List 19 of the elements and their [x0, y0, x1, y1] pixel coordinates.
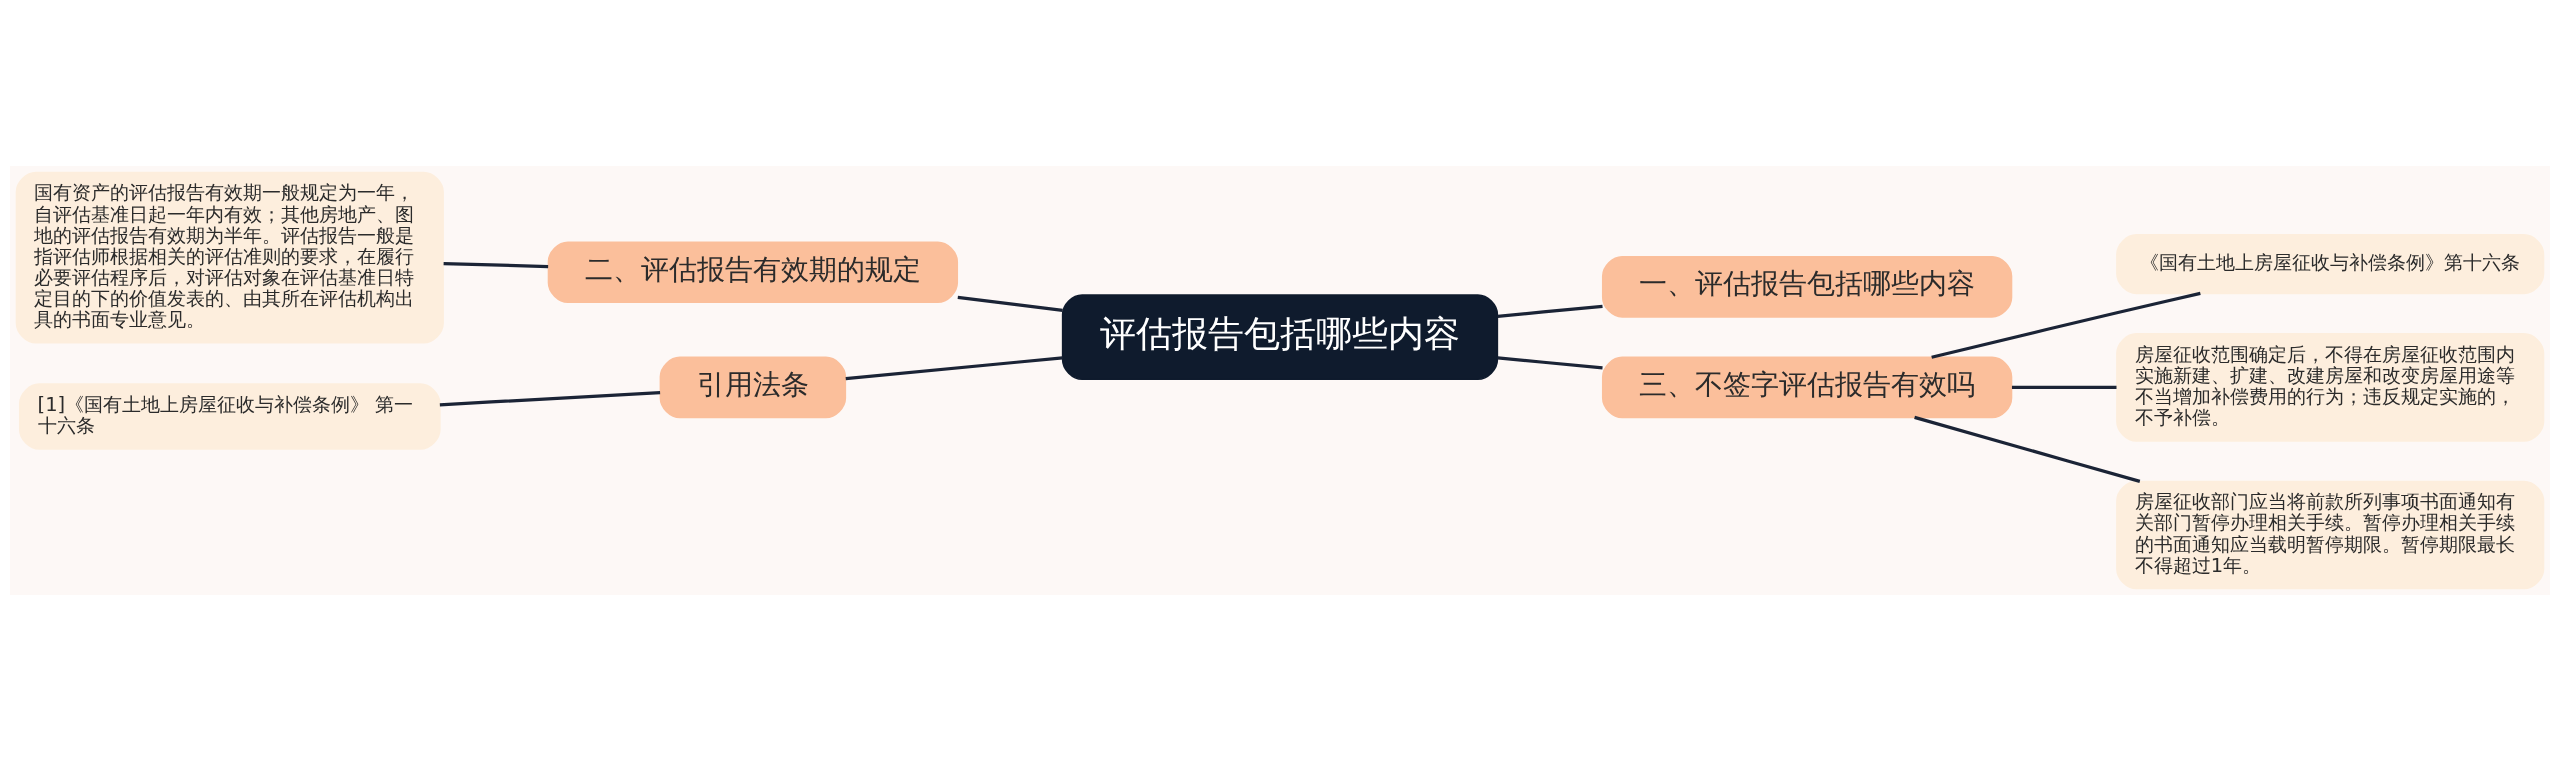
node-box: 三、不签字评估报告有效吗	[1601, 356, 2013, 419]
connector	[1914, 415, 2141, 483]
connector	[2011, 385, 2117, 389]
node-box: 房屋征收范围确定后，不得在房屋征收范围内实施新建、扩建、改建房屋和改变房屋用途等不当增加补偿费用的行为；违反规定实施的，不予补偿。	[2116, 333, 2545, 442]
node-box: 引用法条	[659, 356, 847, 419]
node-box: 国有资产的评估报告有效期一般规定为一年，自评估基准日起一年内有效；其他房地产、图地的评估报告有效期为半年。评估报告一般是指评估师根据相关的评估准则的要求，在履行必要评估程序后，对评估对象在评估基准日特定目的下的价值发表的、由其所在评估机构出具的书面专业意见。	[15, 171, 444, 344]
connector	[1931, 291, 2201, 359]
node-box: [1]《国有土地上房屋征收与补偿条例》 第一十六条	[18, 383, 441, 450]
node-box: 房屋征收部门应当将前款所列事项书面通知有关部门暂停办理相关手续。暂停办理相关手续的书面通知应当载明暂停期限。暂停期限最长不得超过1年。	[2116, 480, 2545, 590]
connector	[957, 295, 1063, 312]
connector	[1497, 356, 1603, 370]
node-box: 二、评估报告有效期的规定	[547, 241, 959, 304]
node-box: 《国有土地上房屋征收与补偿条例》第十六条	[2116, 234, 2545, 295]
connector	[1497, 304, 1603, 318]
node-box: 一、评估报告包括哪些内容	[1601, 256, 2013, 318]
connector	[443, 261, 549, 269]
node-box: 评估报告包括哪些内容	[1061, 294, 1499, 381]
connector	[439, 390, 661, 407]
connector	[845, 356, 1063, 381]
